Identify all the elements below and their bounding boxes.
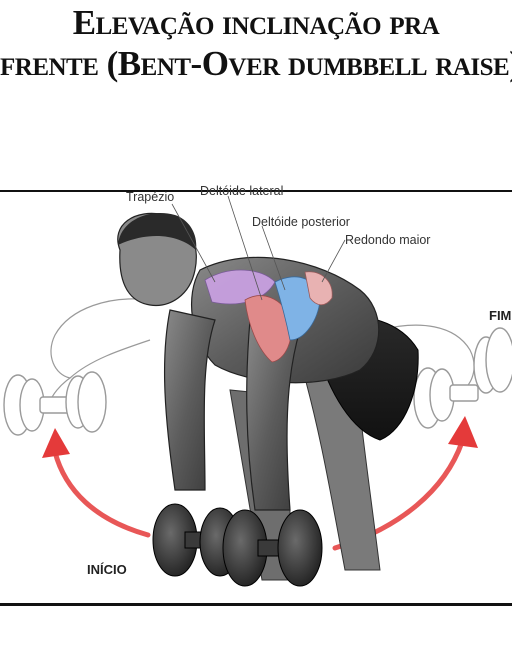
label-deltoide-lateral: Deltóide lateral [200, 184, 284, 198]
motion-arrowhead-left [42, 428, 70, 458]
label-redondo-maior: Redondo maior [345, 233, 431, 247]
bottom-divider [0, 603, 512, 606]
page-title: Elevação inclinação pra frente (Bent-Ove… [0, 2, 512, 84]
dumbbell-front-left [152, 503, 241, 577]
muscle-deltoide-lateral [244, 295, 292, 363]
exercise-drawing [3, 195, 512, 587]
label-inicio: INÍCIO [87, 562, 127, 577]
ghost-dumbbell-right [413, 327, 512, 429]
title-line-1: Elevação inclinação pra [72, 3, 440, 42]
label-deltoide-posterior: Deltóide posterior [252, 215, 350, 229]
motion-arrowhead-right [448, 416, 478, 448]
motion-arrow-left [52, 449, 151, 538]
label-leaders [171, 195, 346, 301]
exercise-illustration: Trapézio Deltóide lateral Deltóide poste… [0, 184, 512, 608]
title-line-2: frente (Bent-Over dumbbell raise) [0, 44, 512, 83]
label-fim: FIM [489, 308, 512, 323]
dumbbell-front-right [222, 509, 323, 587]
muscle-redondo-maior [304, 271, 333, 306]
ghost-dumbbell-left [3, 371, 107, 436]
top-divider [0, 190, 512, 192]
label-trapezio: Trapézio [126, 190, 175, 204]
